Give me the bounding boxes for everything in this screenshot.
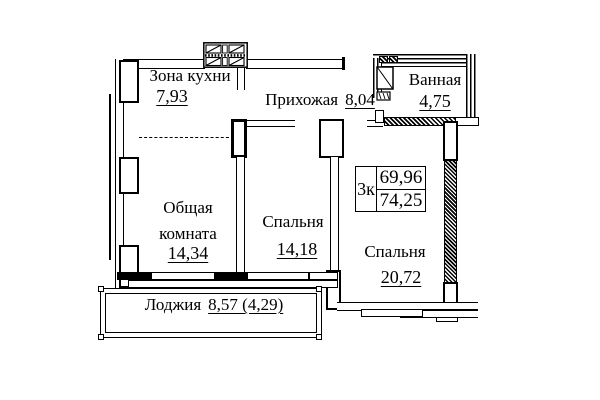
loggia-name: Лоджия (144, 295, 202, 314)
hallway-label: Прихожая 8,04 (250, 89, 390, 111)
kitchen-label: Зона кухни (149, 66, 231, 85)
wall-end-cap (342, 57, 345, 70)
bathroom-top-wall (373, 54, 478, 67)
interior-wall (236, 157, 245, 274)
bathroom-right-wall (466, 54, 478, 126)
wall-pillar (231, 119, 247, 158)
vent-shaft-icon (203, 42, 248, 68)
kitchen-wall-stub (237, 68, 245, 90)
total-area-cell: 74,25 (379, 190, 423, 211)
window-sill (128, 280, 338, 288)
wall-pillar (319, 119, 344, 158)
living-area-cell: 69,96 (377, 167, 425, 190)
window (309, 272, 338, 280)
loggia-post (316, 286, 322, 292)
bathroom-label: Ванная (408, 70, 462, 89)
bedroom1-top-wall (247, 120, 295, 127)
loggia-post (98, 286, 104, 292)
loggia-area-value: 8,57 (4,29) (208, 295, 284, 314)
water-heater-icon (376, 66, 394, 101)
window (151, 272, 215, 280)
hallway-name: Прихожая (265, 90, 339, 109)
top-wall-segment (246, 59, 344, 69)
bathroom-area-value: 4,75 (419, 91, 451, 111)
living-room-area: 14,34 (136, 243, 240, 264)
wall-step (455, 117, 479, 126)
bedroom2-area: 20,72 (357, 267, 445, 288)
wall-segment (117, 272, 151, 280)
vent-box-icon (389, 56, 398, 63)
door-hinge-mark (375, 110, 384, 123)
loggia-label: Лоджия 8,57 (4,29) (110, 294, 318, 316)
bedroom1-area: 14,18 (253, 239, 341, 260)
window-sill-line (109, 94, 111, 260)
window (361, 309, 423, 317)
window (247, 272, 309, 280)
window-sill (420, 302, 478, 310)
hallway-area-value: 8,04 (345, 90, 375, 109)
wall-tab (436, 317, 458, 322)
wall-pillar (443, 121, 458, 161)
living-room-label: Общая комната (159, 198, 217, 243)
interior-wall (330, 157, 339, 272)
bedroom1-area-value: 14,18 (276, 239, 318, 259)
living-room-area-value: 14,34 (167, 243, 209, 263)
bedroom1-label: Спальня (262, 212, 324, 231)
vent-box-icon (379, 56, 388, 63)
bedroom2-area-value: 20,72 (380, 267, 422, 287)
wall-pillar (119, 157, 139, 194)
loggia-outline-inner (105, 293, 317, 333)
loggia-post (98, 334, 104, 340)
wall-segment (215, 272, 247, 280)
kitchen-area: 7,93 (136, 86, 208, 107)
kitchen-area-value: 7,93 (156, 86, 188, 106)
kitchen-zone-divider (139, 137, 234, 139)
rooms-count-cell: 3к (356, 167, 377, 212)
apartment-info-table: 3к 69,96 74,25 (355, 166, 426, 212)
right-wall-panel (444, 160, 457, 283)
top-wall-segment (115, 59, 205, 69)
wall-pillar (119, 60, 139, 103)
bathroom-area: 4,75 (397, 91, 473, 112)
bedroom2-label: Спальня (364, 242, 426, 261)
loggia-post (316, 334, 322, 340)
